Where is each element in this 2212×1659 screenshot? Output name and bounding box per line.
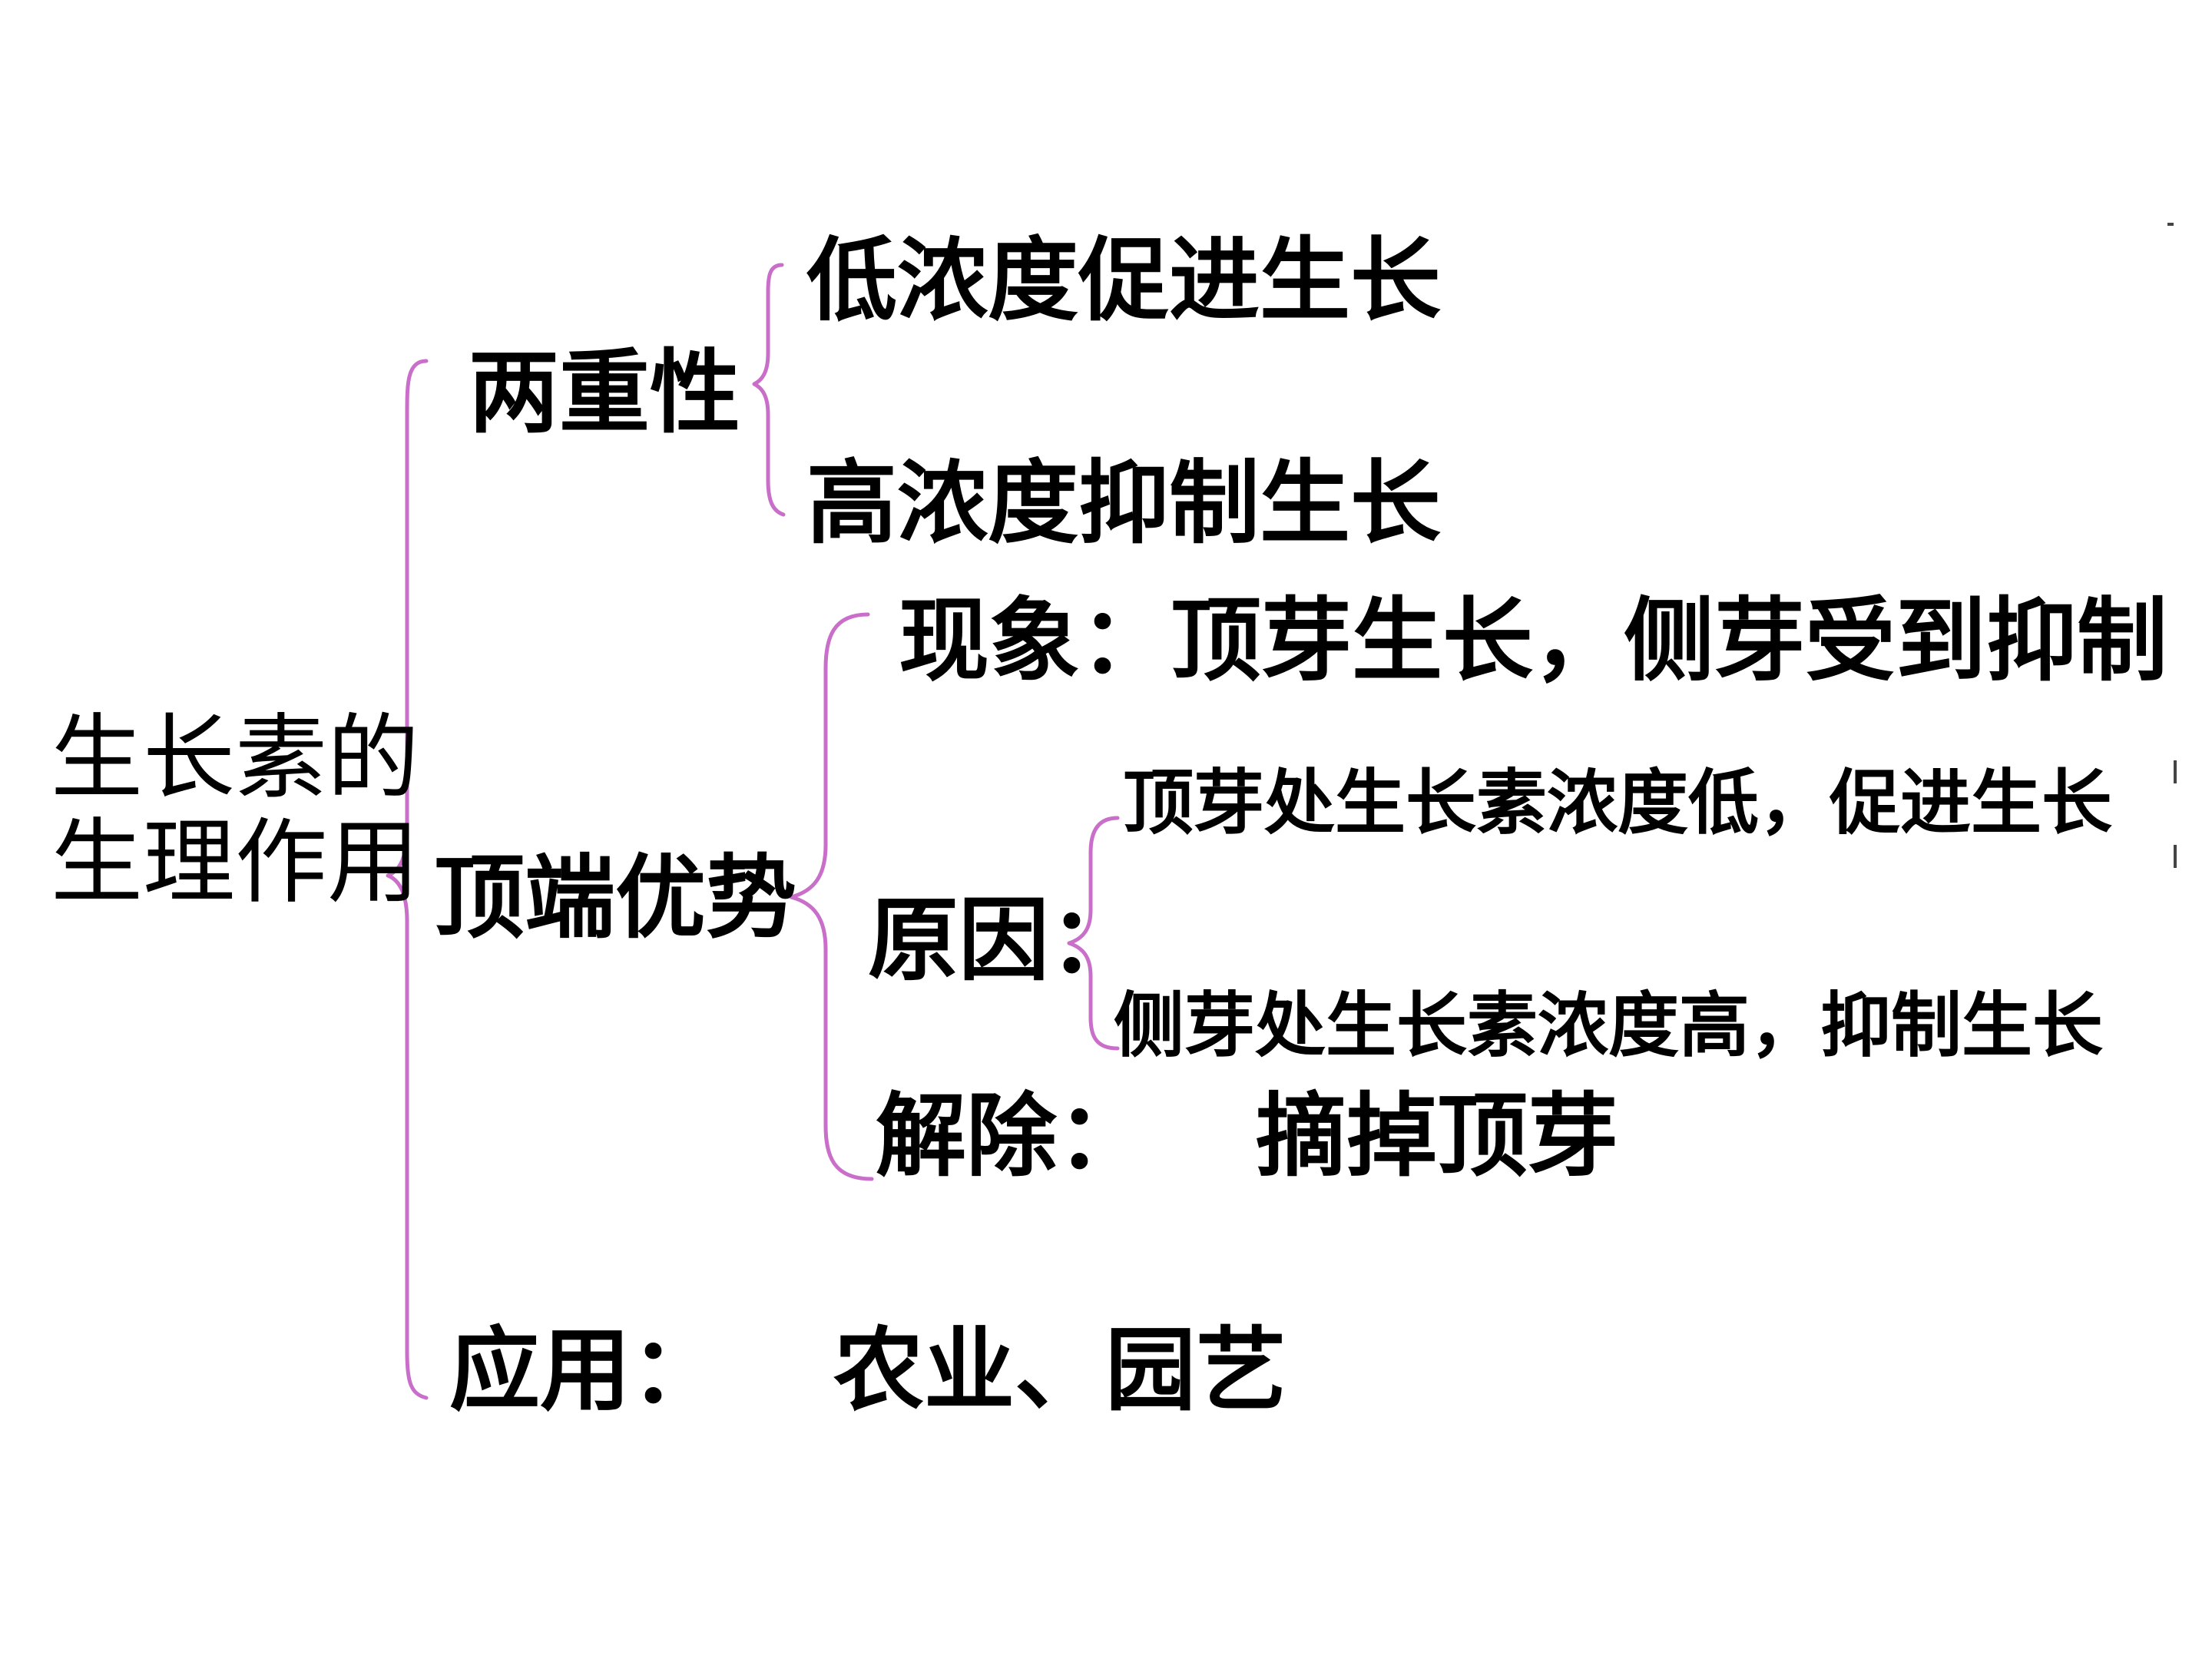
removal-value: 摘掉顶芽 [1256, 1083, 1619, 1189]
edge-mark [2167, 223, 2174, 226]
duality-low: 低浓度促进生长 [806, 227, 1442, 333]
cause-bracket [1067, 816, 1120, 1051]
root-line-2: 生理作用 [51, 810, 419, 916]
cause-label: 原因： [868, 887, 1141, 993]
apical-dominance-label: 顶端优势 [434, 845, 797, 951]
apical-dominance-bracket [789, 612, 874, 1181]
edge-mark [2174, 760, 2177, 783]
application-label: 应用： [449, 1317, 722, 1423]
removal-label: 解除： [876, 1083, 1148, 1189]
duality-label: 两重性 [469, 339, 741, 445]
duality-bracket [752, 263, 786, 517]
main-bracket [386, 359, 429, 1400]
root-node: 生长素的 生理作用 [51, 707, 419, 916]
root-line-1: 生长素的 [51, 705, 419, 812]
cause-bottom-text: 侧芽处生长素浓度高，抑制生长 [1114, 985, 2104, 1067]
duality-high: 高浓度抑制生长 [806, 450, 1442, 556]
edge-mark [2174, 845, 2177, 868]
phenomenon-text: 现象：顶芽生长，侧芽受到抑制 [899, 588, 2168, 694]
application-value: 农业、园艺 [833, 1317, 1287, 1423]
cause-top-text: 顶芽处生长素浓度低，促进生长 [1123, 762, 2113, 844]
